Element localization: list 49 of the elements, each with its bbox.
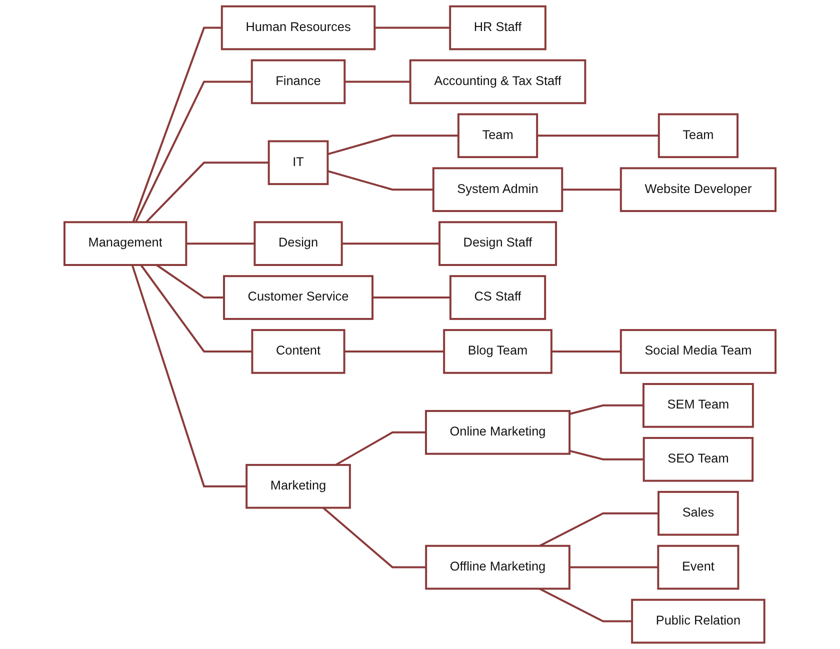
node-box: Public Relation — [631, 598, 766, 644]
node-box: Finance — [250, 59, 346, 104]
connector — [186, 242, 255, 245]
connector — [145, 162, 269, 223]
connector — [562, 188, 621, 191]
connector — [132, 26, 222, 222]
connector — [344, 80, 410, 83]
node-box: Website Developer — [620, 167, 776, 212]
connector — [134, 80, 252, 223]
connector — [551, 350, 621, 352]
node-box: Accounting & Tax Staff — [409, 59, 586, 104]
connector — [344, 350, 444, 352]
connector — [131, 264, 247, 488]
node-box: Design Staff — [438, 221, 558, 266]
connector — [335, 431, 426, 466]
connector — [539, 512, 659, 547]
node-box: Human Resources — [220, 5, 376, 50]
node-box: Team — [658, 113, 739, 158]
node-box: Online Marketing — [424, 410, 571, 455]
connector — [569, 404, 644, 415]
connector — [327, 134, 458, 156]
node-box: Content — [251, 329, 346, 374]
node-box: Team — [457, 113, 538, 158]
node-box: Social Media Team — [620, 329, 776, 374]
node-box: Management — [64, 221, 188, 266]
connector — [372, 296, 450, 299]
node-box: HR Staff — [449, 5, 546, 50]
node-box: IT — [268, 140, 329, 186]
node-box: Sales — [658, 490, 739, 536]
connector — [156, 264, 224, 299]
node-box: SEO Team — [642, 436, 754, 482]
node-box: Offline Marketing — [425, 544, 570, 590]
node-box: Design — [254, 221, 343, 266]
node-box: Blog Team — [443, 329, 552, 374]
connector — [322, 507, 426, 568]
connector — [569, 566, 658, 568]
connector — [327, 170, 434, 191]
node-box: Event — [657, 544, 740, 590]
connector — [539, 588, 632, 622]
connector — [342, 242, 440, 245]
connector — [569, 450, 644, 460]
connector — [140, 264, 252, 352]
node-box: Marketing — [246, 464, 351, 509]
node-box: SEM Team — [642, 383, 754, 428]
connector — [537, 134, 659, 137]
node-box: System Admin — [432, 167, 564, 212]
connector — [374, 26, 450, 29]
node-box: CS Staff — [449, 275, 546, 320]
node-box: Customer Service — [223, 275, 374, 320]
